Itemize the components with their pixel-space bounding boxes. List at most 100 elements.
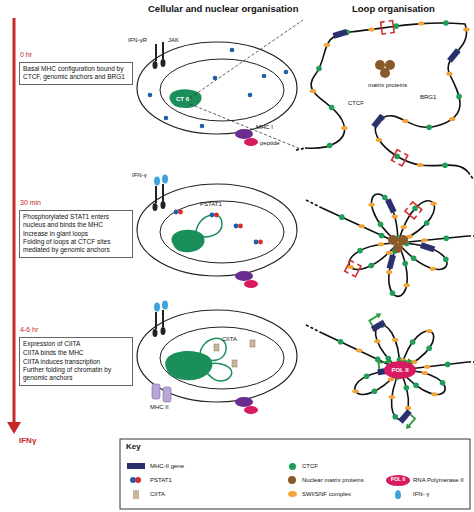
genomic-anchor [424, 365, 430, 369]
chromosome-territory [169, 89, 201, 108]
pstat1 [178, 210, 183, 215]
step-text: Phosphorylated STAT1 enters nucleus and … [23, 213, 129, 229]
chromatin-loop [200, 338, 232, 381]
legend-swatch [288, 476, 296, 484]
jak [161, 59, 166, 67]
label: PSTAT1 [200, 201, 222, 208]
label: JAK [168, 37, 179, 44]
chromatin-fibre-line [322, 325, 468, 419]
genomic-anchor [421, 371, 427, 375]
chromatin-loop [196, 215, 222, 237]
stat1 [164, 116, 169, 121]
pstat1 [258, 240, 263, 245]
label: Key [126, 443, 141, 452]
ctcf-site [442, 162, 448, 168]
ctcf-site [404, 385, 410, 391]
mhc-i [235, 271, 253, 281]
legend-text: CTCF [302, 463, 318, 470]
step-box: Basal MHC configuration bound by CTCF, g… [19, 62, 133, 85]
mhc-ii-group [152, 384, 171, 402]
step-box: Phosphorylated STAT1 enters nucleus and … [19, 210, 133, 258]
label: IFN-γ [132, 172, 147, 179]
genomic-anchor [402, 119, 408, 123]
transcription-arrow [401, 415, 417, 431]
genomic-anchor [418, 22, 424, 26]
chromosome-territory [172, 230, 205, 252]
genomic-anchor [310, 89, 316, 93]
genomic-anchor [368, 27, 374, 31]
time-axis [13, 18, 16, 424]
mhc-i [235, 129, 253, 139]
genomic-anchor [376, 138, 382, 142]
zoom-line [190, 20, 303, 150]
legend-swatch [288, 491, 297, 497]
chromatin-fibre-line [322, 194, 468, 296]
legend-text: CIITA [150, 491, 165, 498]
genomic-anchor [400, 225, 406, 229]
mhc-ii [163, 387, 171, 402]
step-text: Basal MHC configuration bound by CTCF, g… [23, 65, 129, 81]
nucleus [160, 327, 284, 389]
ciita [214, 344, 219, 351]
genomic-anchor [392, 215, 398, 219]
ctcf-site [368, 263, 374, 269]
genomic-anchor [389, 395, 395, 399]
genomic-anchor [417, 163, 423, 167]
genomic-anchor [356, 349, 362, 353]
ctcf-site [338, 339, 344, 345]
pstat1 [214, 213, 219, 218]
genomic-anchor [378, 242, 384, 246]
loop-layer [296, 20, 474, 431]
label: 30 min [20, 199, 41, 207]
ctcf-site [426, 124, 432, 130]
chromatin-fibre-line [305, 23, 468, 172]
step-text: CIITA induces transcription [23, 358, 129, 366]
stat1 [200, 124, 205, 129]
label: CTCF [348, 100, 364, 107]
ctcf-site [364, 373, 370, 379]
brg1-bracket [381, 21, 395, 35]
ctcf-site [316, 66, 322, 72]
peptide [244, 280, 258, 288]
genomic-anchor [431, 392, 437, 396]
brg1-bracket [405, 202, 422, 219]
pstat1 [234, 224, 239, 229]
genomic-anchor [341, 126, 347, 130]
ciita-group [214, 340, 255, 367]
label: matrix proteins [368, 82, 407, 89]
ctcf-site [456, 94, 462, 100]
legend-swatch [133, 490, 139, 499]
ctcf-site [413, 383, 419, 389]
genomic-anchor [403, 283, 409, 287]
ifn-gamma [162, 175, 168, 184]
genomic-anchor [405, 406, 411, 410]
mhc-ii-gene [371, 114, 384, 129]
mhc-ii-gene [385, 198, 396, 213]
pstat1 [238, 224, 243, 229]
genomic-anchor [386, 270, 392, 274]
label: IFN-γR [128, 37, 147, 44]
receptor [156, 310, 163, 329]
peptide [244, 138, 258, 146]
ctcf-site [379, 233, 385, 239]
step-text: Further folding of chromatin by genomic … [23, 366, 129, 382]
genomic-anchor [430, 202, 436, 206]
label: MHC II [150, 404, 169, 411]
genomic-anchor [374, 339, 380, 343]
stat1 [248, 93, 253, 98]
cell [137, 310, 297, 414]
label: POL II [391, 477, 405, 483]
legend-text: MHC-II gene [150, 463, 184, 470]
peptide [244, 406, 258, 414]
nucleus [160, 201, 284, 263]
legend-text: PSTAT1 [150, 477, 172, 484]
cell-membrane [137, 42, 297, 134]
legend-swatch [130, 477, 142, 483]
ctcf-site [375, 357, 381, 363]
mhc-i [235, 397, 253, 407]
chromosome-territory [165, 351, 212, 380]
genomic-anchor [368, 203, 374, 207]
cell-membrane [137, 184, 297, 276]
ctcf-site [390, 290, 396, 296]
step-text: Expression of CIITA [23, 340, 129, 348]
